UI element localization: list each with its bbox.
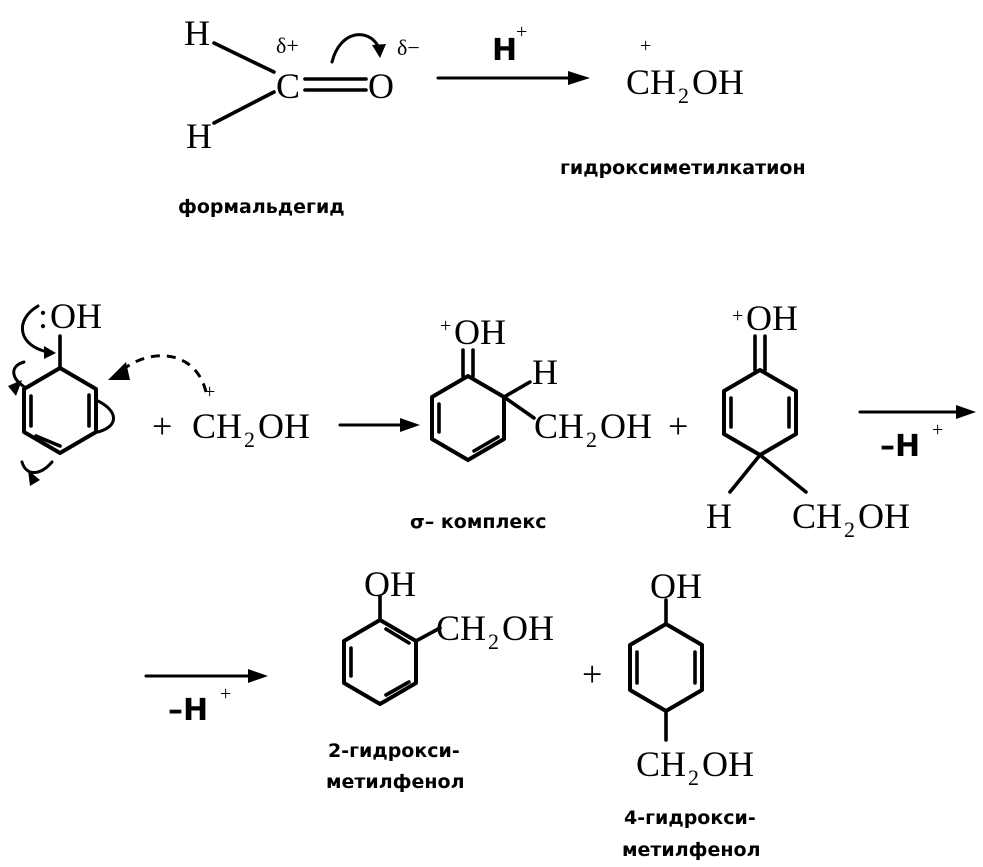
step1-reagent: H <box>492 33 517 68</box>
para-sigma-charge: + <box>732 305 743 327</box>
sigma-complex-name: σ– комплекс <box>410 511 546 533</box>
ortho-sigma-h: H <box>532 352 558 392</box>
phenol-inner-double-bond-bottom <box>34 434 62 448</box>
product-para-ring <box>628 622 704 713</box>
product-ortho-molecule: OH CH 2 OH 2-гидрокси- метилфенол <box>326 564 554 793</box>
cation-subscript: 2 <box>678 83 689 108</box>
phenol-cation-subscript: 2 <box>244 427 255 452</box>
product-ortho-ring <box>342 618 418 706</box>
phenol-molecule: : OH <box>8 296 115 486</box>
step3-deprotonation-arrow: –H + <box>858 405 976 464</box>
para-sigma-oh: OH <box>746 298 798 338</box>
product-para-sub-suffix: OH <box>702 744 754 784</box>
step4-deprotonation-arrow: –H + <box>144 669 268 728</box>
lone-pair-arrowhead-icon <box>44 346 56 359</box>
delta-plus-label: δ+ <box>276 33 299 58</box>
ring-push-arrow-left-icon <box>12 360 28 390</box>
ortho-sigma-inner-double-bond-bottom <box>472 435 500 453</box>
electron-shift-arrowhead-icon <box>372 44 386 58</box>
formaldehyde-h-top: H <box>184 13 210 53</box>
ortho-sigma-charge: + <box>440 315 451 337</box>
step2-arrowhead-icon <box>400 418 420 432</box>
ch-bond-bottom <box>212 90 276 125</box>
product-ortho-ch2oh-bond <box>414 626 442 643</box>
step1-reagent-charge: + <box>516 21 527 43</box>
step4-arrowhead-icon <box>248 669 268 683</box>
phenol-oh: OH <box>50 296 102 336</box>
cation-prefix: CH <box>626 62 676 102</box>
lone-pair-push-arrow-icon <box>21 304 50 354</box>
product-ortho-name-line1: 2-гидрокси- <box>328 740 460 762</box>
ortho-sigma-oh: OH <box>454 312 506 352</box>
product-para-molecule: OH CH 2 OH 4-гидрокси- метилфенол <box>622 566 761 861</box>
para-sigma-h-bond <box>728 453 762 494</box>
sigma-plus-sign: + <box>668 406 688 446</box>
product-ortho-name-line2: метилфенол <box>326 771 465 793</box>
product-ortho-sub-suffix: OH <box>502 608 554 648</box>
para-sigma-h: H <box>706 496 732 536</box>
formaldehyde-oxygen: O <box>368 66 394 106</box>
para-sigma-sub-suffix: OH <box>858 496 910 536</box>
ortho-sigma-h-bond <box>502 380 532 399</box>
attack-arrow <box>108 354 208 393</box>
ring-push-arrow-right-icon <box>94 398 115 434</box>
product-para-sub-subscript: 2 <box>688 765 699 790</box>
para-sigma-sub-prefix: CH <box>792 496 842 536</box>
cation-suffix: OH <box>692 62 744 102</box>
step3-condition-charge: + <box>932 419 943 441</box>
step3-arrowhead-icon <box>956 405 976 419</box>
formaldehyde-h-bottom: H <box>186 116 212 156</box>
product-ortho-sub-subscript: 2 <box>488 629 499 654</box>
hydroxymethyl-cation: + CH 2 OH гидроксиметилкатион <box>560 35 806 179</box>
step1-protonation-arrow: H + <box>436 21 590 85</box>
product-para-name-line2: метилфенол <box>622 839 761 861</box>
ortho-sigma-sub-subscript: 2 <box>586 427 597 452</box>
step3-condition: –H <box>880 429 920 464</box>
phenol-lone-pair: : <box>38 296 48 336</box>
ch-bond-top <box>212 41 276 74</box>
para-sigma-ch2oh-bond <box>758 453 808 494</box>
ortho-sigma-ch2oh-bond <box>502 395 536 420</box>
cation-charge: + <box>640 35 651 57</box>
product-para-oh: OH <box>650 566 702 606</box>
electrophile-attack-arrow-icon <box>119 354 208 393</box>
formaldehyde-molecule: H H C O δ+ δ− формальдегид <box>178 13 420 218</box>
formaldehyde-carbon: C <box>276 66 300 106</box>
phenol-cation-prefix: CH <box>192 406 242 446</box>
product-para-sub-prefix: CH <box>636 744 686 784</box>
cation-name: гидроксиметилкатион <box>560 157 806 179</box>
phenol-cation-charge: + <box>204 381 215 403</box>
product-para-name-line1: 4-гидрокси- <box>624 807 756 829</box>
para-sigma-ring <box>722 368 798 457</box>
electron-shift-arrow-icon <box>330 33 380 64</box>
step4-condition: –H <box>168 693 208 728</box>
ortho-sigma-complex: + OH H CH 2 OH + σ– комплекс <box>410 312 688 533</box>
ring-push-arrow-bottom-icon <box>20 460 54 474</box>
products-plus-sign: + <box>582 654 602 694</box>
ortho-sigma-sub-prefix: CH <box>534 406 584 446</box>
ring-push-arrowhead-bottom-icon <box>28 470 40 486</box>
reaction-arrowhead-icon <box>568 71 590 85</box>
ortho-sigma-ring <box>430 374 506 462</box>
step2-arrow <box>338 418 420 432</box>
ortho-sigma-sub-suffix: OH <box>600 406 652 446</box>
phenol-ring <box>22 366 98 455</box>
step4-condition-charge: + <box>220 683 231 705</box>
product-ortho-inner-bond-top <box>384 627 411 645</box>
phenol-plus-sign: + <box>152 406 172 446</box>
cation-reagent: + + CH 2 OH <box>152 381 310 452</box>
delta-minus-label: δ− <box>397 35 420 60</box>
product-ortho-oh: OH <box>364 564 416 604</box>
ring-push-arrowhead-left-icon <box>8 380 22 396</box>
product-ortho-sub-prefix: CH <box>436 608 486 648</box>
electrophile-attack-arrowhead-icon <box>108 362 130 380</box>
phenol-cation-suffix: OH <box>258 406 310 446</box>
para-sigma-complex: + OH H CH 2 OH <box>706 298 910 542</box>
formaldehyde-name: формальдегид <box>178 196 345 218</box>
product-ortho-inner-bond-bottom <box>384 680 411 697</box>
para-sigma-sub-subscript: 2 <box>844 517 855 542</box>
